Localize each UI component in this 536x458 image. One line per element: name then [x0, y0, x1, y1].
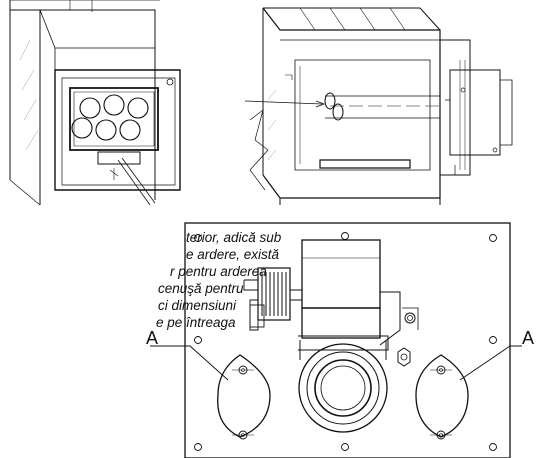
caption-line-6: e pe întreaga — [156, 315, 236, 330]
caption-line-4: cenuşă pentru — [158, 281, 244, 296]
caption-line-5: ci dimensiuni — [158, 298, 237, 313]
caption-line-1: terior, adică sub — [186, 230, 282, 245]
figure-boiler-side-section — [244, 7, 513, 205]
caption-line-2: e ardere, există — [186, 247, 280, 262]
figure-boiler-front-view — [9, 0, 181, 206]
label-a-left: A — [146, 328, 159, 348]
figure-front-plate-burner — [150, 222, 522, 458]
label-a-right: A — [522, 328, 535, 348]
caption-line-3: r pentru arderea — [170, 264, 267, 279]
